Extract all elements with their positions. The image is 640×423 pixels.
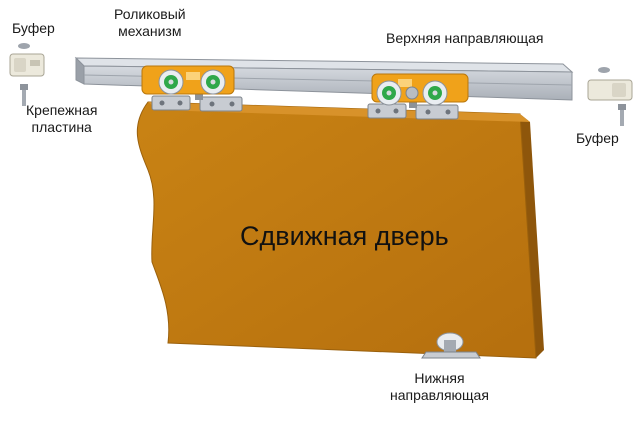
roller-mechanism-label: Роликовый механизм: [114, 6, 186, 40]
bottom-guide-label: Нижняя направляющая: [390, 370, 489, 404]
buffer-left: [9, 43, 45, 106]
bottom-guide: [421, 332, 481, 359]
buffer-right-label: Буфер: [576, 130, 619, 146]
roller-label-line2: механизм: [118, 23, 182, 39]
buffer-right: [587, 67, 633, 126]
mounting-plate-left: [151, 95, 243, 112]
mount-label-line1: Крепежная: [26, 102, 98, 118]
roller-label-line1: Роликовый: [114, 6, 186, 22]
roller-mechanism-left: [141, 65, 235, 100]
door-label: Сдвижная дверь: [240, 221, 449, 251]
mounting-plate-right: [367, 103, 459, 120]
top-rail-label: Верхняя направляющая: [386, 30, 544, 46]
roller-mechanism-right: [371, 73, 469, 108]
bottom-label-line1: Нижняя: [414, 370, 465, 386]
buffer-left-label: Буфер: [12, 20, 55, 36]
bottom-label-line2: направляющая: [390, 387, 489, 403]
mount-label-line2: пластина: [31, 119, 92, 135]
mounting-plate-label: Крепежная пластина: [26, 102, 97, 136]
